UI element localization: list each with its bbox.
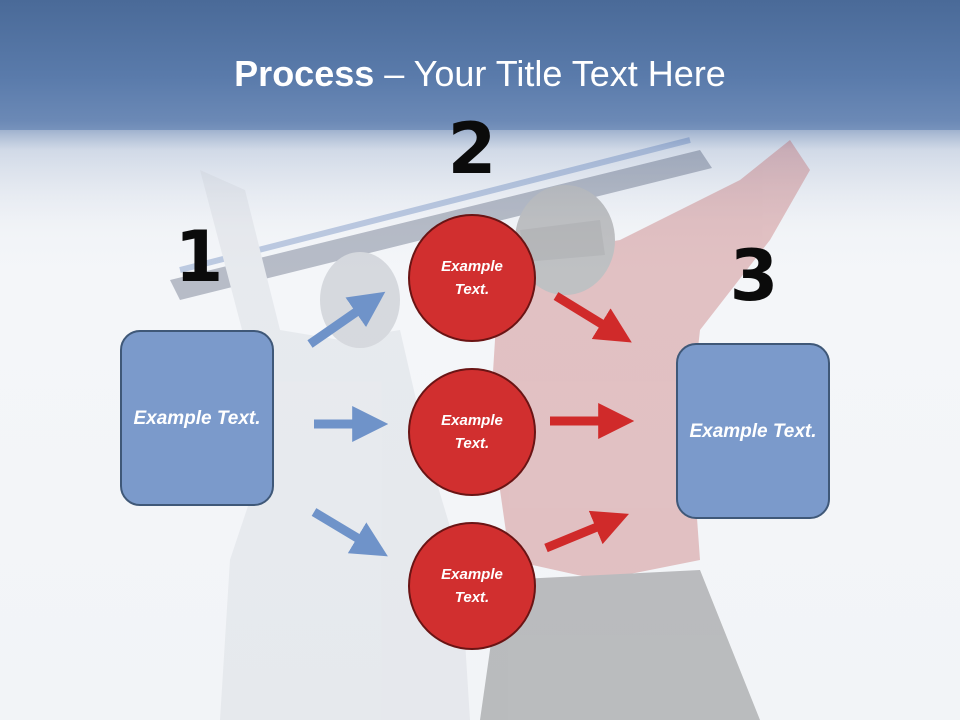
title-rest: – Your Title Text Here [374, 53, 726, 94]
circle-bottom-text: Example Text. [441, 566, 503, 606]
title-bold: Process [234, 53, 375, 94]
circle-top-text: Example Text. [441, 258, 503, 298]
step-number-3: 3 [729, 235, 779, 317]
step-number-1: 1 [174, 216, 224, 298]
right-box[interactable]: Example Text. [676, 343, 830, 519]
circle-bottom[interactable]: Example Text. [408, 522, 536, 650]
arrow-icon [307, 291, 386, 348]
right-box-text: Example Text. [689, 420, 817, 442]
circle-top[interactable]: Example Text. [408, 214, 536, 342]
circle-middle[interactable]: Example Text. [408, 368, 536, 496]
arrow-icon [553, 292, 632, 343]
left-box[interactable]: Example Text. [120, 330, 274, 506]
left-box-text: Example Text. [133, 407, 261, 429]
arrow-icon [311, 508, 388, 557]
title-band [0, 0, 960, 130]
slide-title: Process – Your Title Text Here [0, 52, 960, 96]
arrow-icon [544, 510, 629, 553]
circle-middle-text: Example Text. [441, 412, 503, 452]
step-number-2: 2 [447, 108, 497, 190]
